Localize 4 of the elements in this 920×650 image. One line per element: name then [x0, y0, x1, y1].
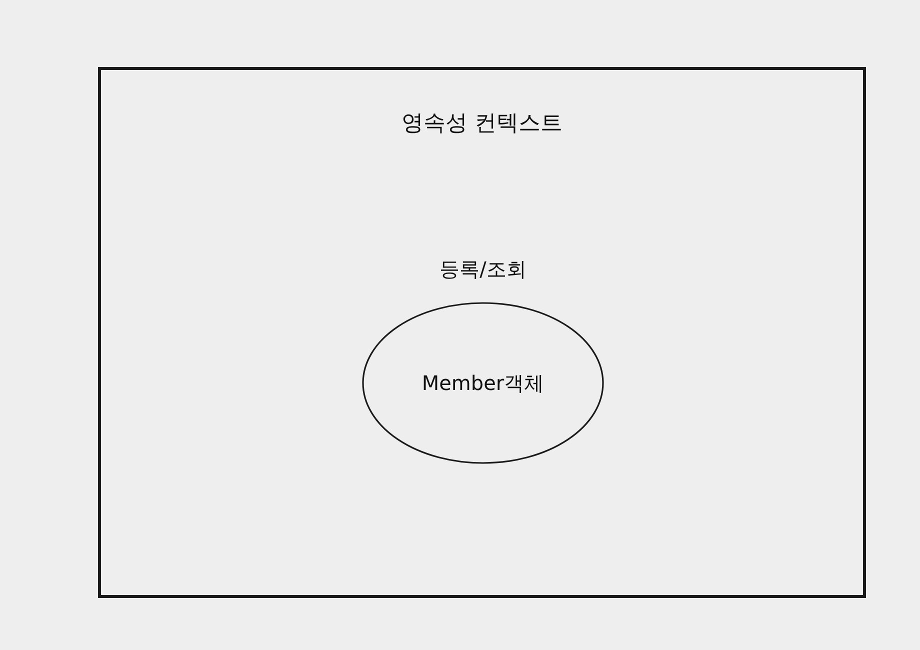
- object-label: Member객체: [422, 370, 544, 397]
- context-title: 영속성 컨텍스트: [402, 110, 562, 138]
- operation-label: 등록/조회: [440, 256, 526, 283]
- context-box: [98, 67, 866, 598]
